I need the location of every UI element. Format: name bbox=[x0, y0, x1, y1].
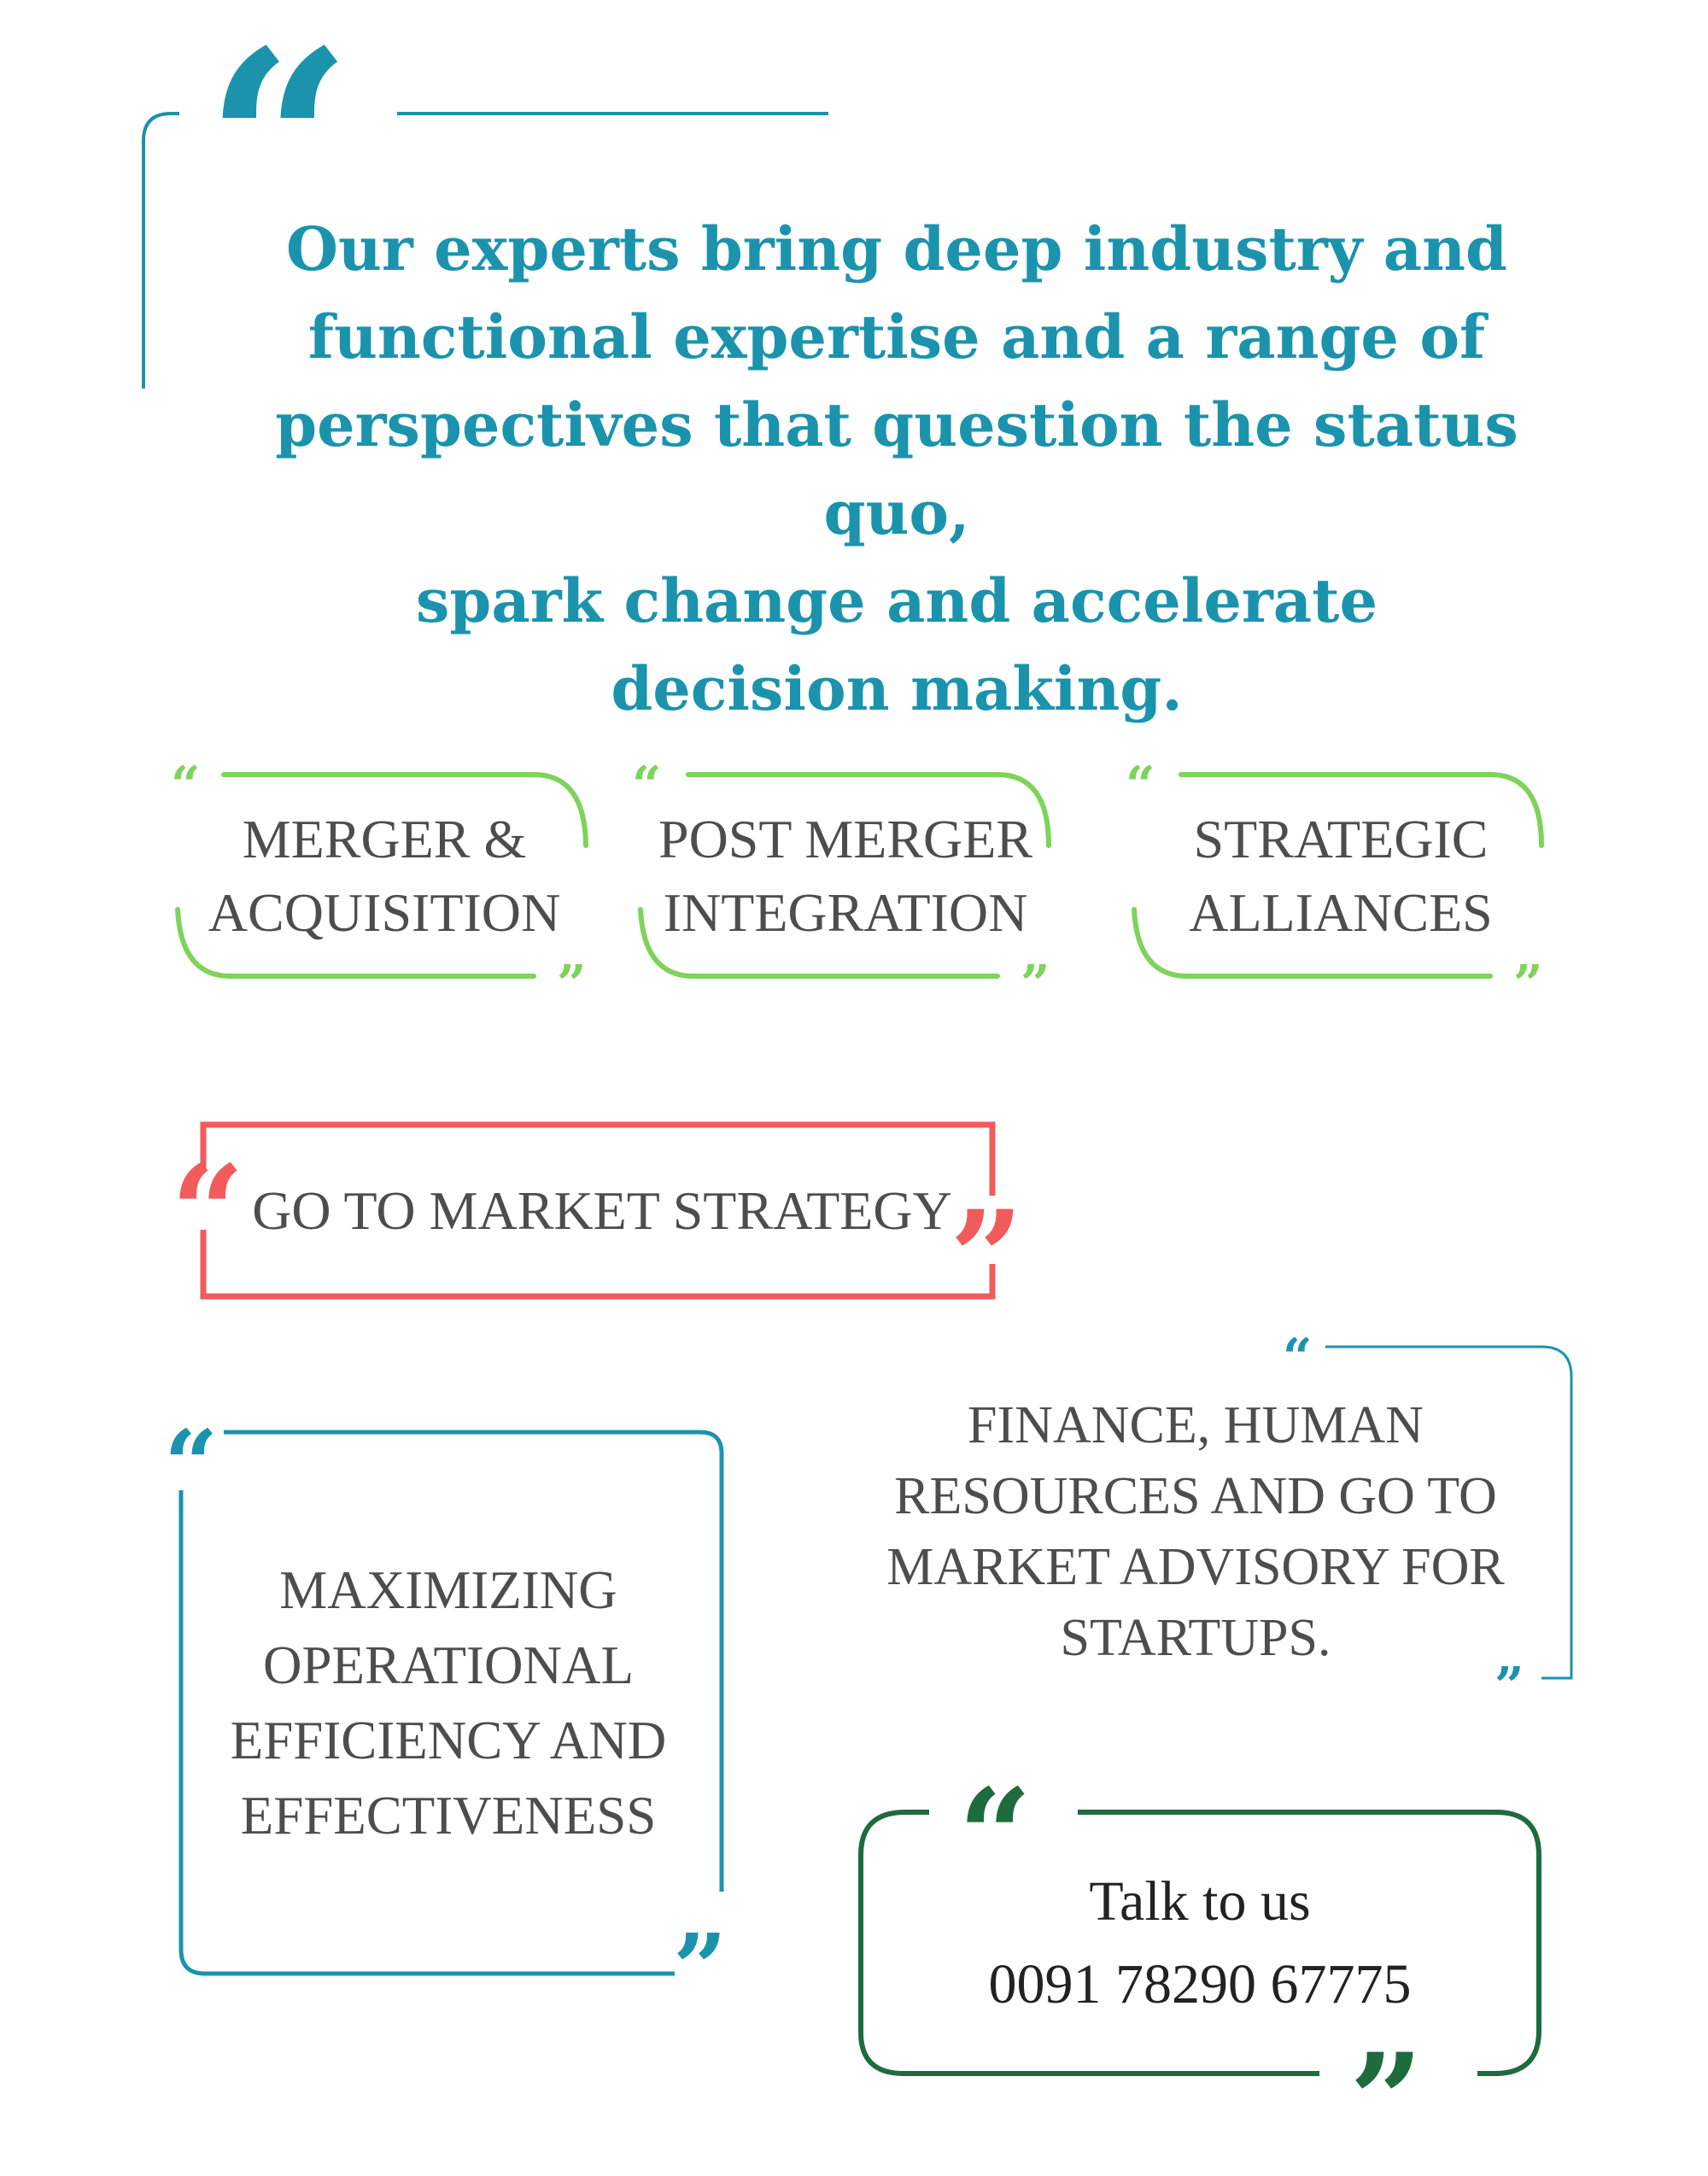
hero-frame-bracket bbox=[142, 112, 179, 389]
post-merger-frame-bottom bbox=[638, 907, 1000, 979]
hero-line: Our experts bring deep industry and bbox=[285, 214, 1507, 284]
merger-frame-bottom bbox=[175, 907, 536, 979]
operational-frame bbox=[178, 1430, 724, 1976]
startups-open-quote-icon: “ bbox=[1283, 1328, 1313, 1388]
contact-frame bbox=[858, 1810, 1541, 2076]
hero-line: perspectives that question the status qu… bbox=[275, 389, 1518, 548]
service-label: OPERATIONAL bbox=[263, 1635, 634, 1695]
gtm-frame bbox=[200, 1121, 996, 1300]
startups-close-quote-icon: ” bbox=[1494, 1657, 1524, 1717]
service-label: POST MERGER bbox=[658, 809, 1033, 869]
service-label: FINANCE, HUMAN bbox=[968, 1396, 1424, 1454]
merger-close-quote-icon: ” bbox=[557, 955, 587, 1015]
service-merger-acquisition: MERGER & ACQUISITION bbox=[196, 803, 572, 950]
merger-frame-top bbox=[221, 772, 588, 848]
gtm-close-quote-icon: ” bbox=[950, 1183, 1024, 1333]
contact-close-quote-icon: ” bbox=[1349, 2026, 1424, 2176]
contact-open-quote-icon: “ bbox=[958, 1761, 1032, 1911]
service-label: STRATEGIC bbox=[1193, 809, 1489, 869]
service-label: STARTUPS. bbox=[1060, 1609, 1331, 1667]
alliances-close-quote-icon: ” bbox=[1513, 955, 1543, 1015]
alliances-frame-top bbox=[1179, 772, 1544, 848]
service-post-merger-integration: POST MERGER INTEGRATION bbox=[649, 803, 1042, 950]
service-label: MERGER & bbox=[242, 809, 527, 869]
startups-frame bbox=[1325, 1345, 1573, 1680]
operational-close-quote-icon: ” bbox=[673, 1913, 728, 2023]
gtm-open-quote-icon: “ bbox=[171, 1138, 245, 1288]
service-label: EFFECTIVENESS bbox=[240, 1786, 657, 1846]
service-label: RESOURCES AND GO TO bbox=[894, 1467, 1497, 1525]
hero-line: spark change and accelerate bbox=[415, 565, 1378, 636]
contact-block: Talk to us 0091 78290 67775 bbox=[888, 1860, 1512, 2026]
contact-title: Talk to us bbox=[1089, 1870, 1311, 1933]
post-merger-close-quote-icon: ” bbox=[1021, 955, 1050, 1015]
service-go-to-market: GO TO MARKET STRATEGY bbox=[235, 1174, 969, 1248]
service-strategic-alliances: STRATEGIC ALLIANCES bbox=[1153, 803, 1529, 950]
service-label: MAXIMIZING bbox=[279, 1560, 617, 1620]
hero-line: functional expertise and a range of bbox=[307, 301, 1486, 372]
service-label: MARKET ADVISORY FOR bbox=[886, 1538, 1505, 1596]
service-label: EFFICIENCY AND bbox=[230, 1711, 667, 1770]
service-label: GO TO MARKET STRATEGY bbox=[252, 1180, 952, 1241]
service-label: INTEGRATION bbox=[663, 882, 1028, 943]
merger-open-quote-icon: “ bbox=[171, 756, 201, 816]
alliances-open-quote-icon: “ bbox=[1126, 756, 1155, 816]
service-label: ALLIANCES bbox=[1189, 882, 1493, 943]
hero-statement: Our experts bring deep industry and func… bbox=[196, 205, 1597, 733]
post-merger-frame-top bbox=[686, 772, 1051, 848]
service-label: ACQUISITION bbox=[208, 882, 561, 943]
contact-phone[interactable]: 0091 78290 67775 bbox=[988, 1953, 1412, 2015]
operational-open-quote-icon: “ bbox=[164, 1409, 219, 1519]
service-startups-advisory: FINANCE, HUMAN RESOURCES AND GO TO MARKE… bbox=[871, 1390, 1520, 1674]
service-operational-efficiency: MAXIMIZING OPERATIONAL EFFICIENCY AND EF… bbox=[196, 1553, 700, 1853]
post-merger-open-quote-icon: “ bbox=[632, 756, 662, 816]
hero-line: decision making. bbox=[611, 653, 1183, 724]
hero-open-quote-icon: “ bbox=[205, 0, 353, 295]
alliances-frame-bottom bbox=[1132, 907, 1493, 979]
